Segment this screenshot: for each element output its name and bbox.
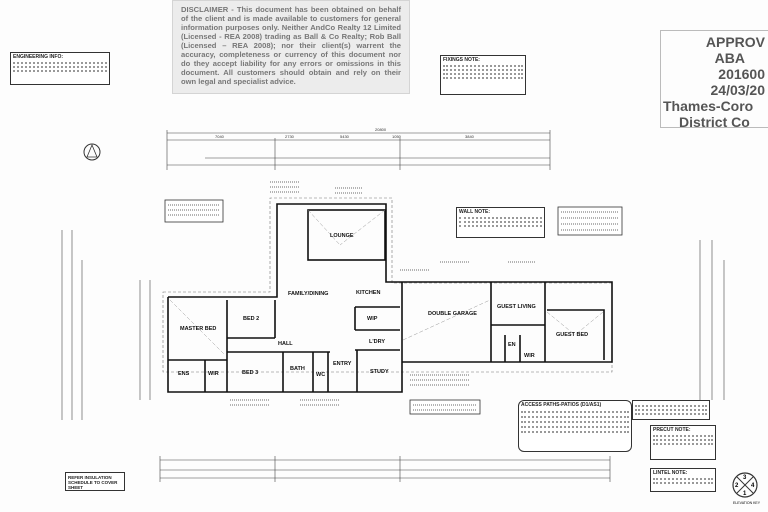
engineering-note-title: ENGINEERING INFO: xyxy=(13,54,64,60)
room-bath: BATH xyxy=(290,366,305,372)
disclaimer-box: DISCLAIMER - This document has been obta… xyxy=(172,0,410,94)
room-ens: ENS xyxy=(178,371,190,377)
room-wir: WIR xyxy=(208,371,219,377)
approval-line: 24/03/20 xyxy=(710,82,766,98)
room-family-dining: FAMILY/DINING xyxy=(288,291,328,297)
dim-3: 5430 xyxy=(340,134,350,139)
room-kitchen: KITCHEN xyxy=(356,290,380,296)
dim-1: 7040 xyxy=(215,134,225,139)
elevation-key-icon: 3 2 4 1 ELEVATION KEY xyxy=(732,472,761,505)
access-note-title: ACCESS PATHS-PATIOS (D1/AS1) xyxy=(521,402,602,408)
dim-5: 3840 xyxy=(465,134,475,139)
walls xyxy=(167,203,613,393)
dim-overall: 20800 xyxy=(375,127,387,132)
elevation-key-label: ELEVATION KEY xyxy=(733,501,761,505)
room-lounge: LOUNGE xyxy=(330,233,354,239)
room-guest-living: GUEST LIVING xyxy=(497,304,536,310)
elevation-4: 4 xyxy=(751,483,755,489)
engineering-note: ENGINEERING INFO: xyxy=(10,52,110,85)
ceiling-lines xyxy=(169,209,604,356)
elevation-3: 3 xyxy=(743,475,747,481)
north-arrow-icon xyxy=(83,143,101,161)
approval-line: APPROV xyxy=(705,34,765,50)
annotation-text-lines xyxy=(168,181,619,411)
insulation-note: REFER INSULATION SCHEDULE TO COVER SHEET xyxy=(65,472,125,491)
precut-note-title: PRECUT NOTE: xyxy=(653,427,691,433)
room-bed-3: BED 3 xyxy=(242,370,258,376)
approval-line: ABA xyxy=(714,50,745,66)
approval-line: District Co xyxy=(679,114,750,130)
approval-line: Thames-Coro xyxy=(663,98,754,114)
approval-stamp: APPROV ABA 201600 24/03/20 Thames-Coro D… xyxy=(660,30,768,130)
lintel-note: LINTEL NOTE: xyxy=(650,468,716,492)
fixings-note: FIXINGS NOTE: xyxy=(440,55,526,95)
room-master-bed: MASTER BED xyxy=(180,326,216,332)
left-dimensions xyxy=(61,230,151,420)
access-paths-note: ACCESS PATHS-PATIOS (D1/AS1) xyxy=(518,400,632,452)
wall-note-title: WALL NOTE: xyxy=(459,209,491,215)
room-hall: HALL xyxy=(278,341,293,347)
room-bed-2: BED 2 xyxy=(243,316,259,322)
fixings-note-title: FIXINGS NOTE: xyxy=(443,57,480,63)
approval-line: 201600 xyxy=(718,66,765,82)
elevation-2: 2 xyxy=(735,483,739,489)
elevation-1: 1 xyxy=(743,491,747,497)
room-entry: ENTRY xyxy=(333,361,352,367)
dim-2: 2730 xyxy=(285,134,295,139)
top-dimensions xyxy=(166,130,551,170)
room-wc: WC xyxy=(316,372,325,378)
sea-spray-note xyxy=(632,400,710,420)
room-guest-wir: WIR xyxy=(524,353,535,359)
precut-note: PRECUT NOTE: xyxy=(650,425,716,460)
lintel-note-title: LINTEL NOTE: xyxy=(653,470,688,476)
room-double-garage: DOUBLE GARAGE xyxy=(428,311,477,317)
room-guest-bed: GUEST BED xyxy=(556,332,588,338)
right-dimensions xyxy=(699,240,725,400)
room-guest-en: EN xyxy=(508,342,516,348)
room-laundry: L'DRY xyxy=(369,339,385,345)
dim-4: 1050 xyxy=(392,134,402,139)
wall-note: WALL NOTE: xyxy=(456,207,545,238)
room-study: STUDY xyxy=(370,369,389,375)
bottom-dimensions xyxy=(159,456,611,482)
room-wip: WIP xyxy=(367,316,378,322)
